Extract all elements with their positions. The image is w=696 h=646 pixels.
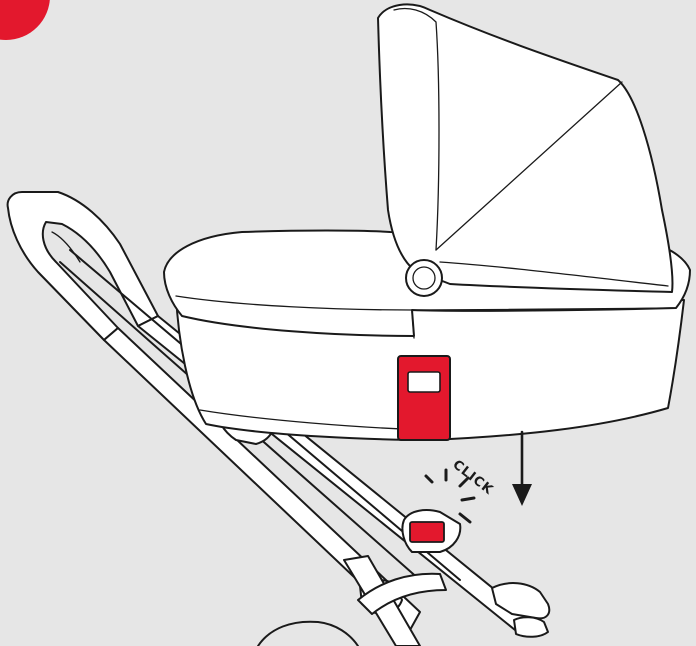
carrycot [164, 4, 690, 440]
step-marker-icon [0, 0, 50, 40]
down-arrow-icon [512, 432, 532, 506]
frame-adapter-receiver [402, 510, 460, 552]
click-label: CLICK [450, 457, 496, 498]
carrycot-release-handle-icon [398, 356, 450, 440]
